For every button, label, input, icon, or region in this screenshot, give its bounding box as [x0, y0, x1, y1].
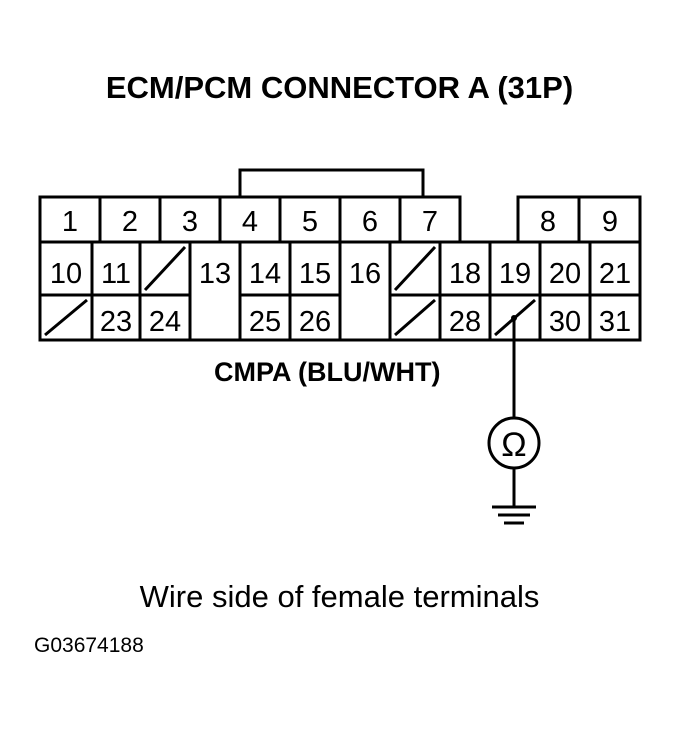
pin-19: 19 [499, 258, 531, 290]
pin-21: 21 [599, 258, 631, 290]
pin-1: 1 [62, 206, 78, 238]
pin-8: 8 [540, 206, 556, 238]
pin-28: 28 [449, 306, 481, 338]
pin-25: 25 [249, 306, 281, 338]
pin-3: 3 [182, 206, 198, 238]
pin-31: 31 [599, 306, 631, 338]
empty-cavity-12 [143, 245, 187, 292]
pin-11: 11 [101, 258, 131, 290]
pin-15: 15 [299, 258, 331, 290]
diagram-title: ECM/PCM CONNECTOR A (31P) [105, 70, 574, 105]
connector-lock-tab [238, 168, 425, 197]
pin-5: 5 [302, 206, 318, 238]
empty-cavity-17 [393, 245, 437, 292]
pin-24: 24 [149, 306, 181, 338]
pin-18: 18 [449, 258, 481, 290]
pin-6: 6 [362, 206, 378, 238]
wire-label: CMPA (BLU/WHT) [214, 357, 441, 387]
figure-code: G03674188 [34, 634, 144, 657]
pin-23: 23 [100, 306, 132, 338]
pin-2: 2 [122, 206, 138, 238]
pin-16: 16 [349, 258, 381, 290]
empty-cavity-22 [44, 298, 88, 337]
pin-7: 7 [422, 206, 438, 238]
caption: Wire side of female terminals [139, 579, 540, 614]
pin-30: 30 [549, 306, 581, 338]
ohm-symbol-icon: Ω [501, 426, 526, 464]
pin-20: 20 [549, 258, 581, 290]
pin-26: 26 [299, 306, 331, 338]
pin-13: 13 [199, 258, 231, 290]
pin-4: 4 [242, 206, 258, 238]
pin-14: 14 [249, 258, 281, 290]
pin-10: 10 [50, 258, 82, 290]
pin-9: 9 [602, 206, 618, 238]
empty-cavity-27 [394, 298, 436, 337]
